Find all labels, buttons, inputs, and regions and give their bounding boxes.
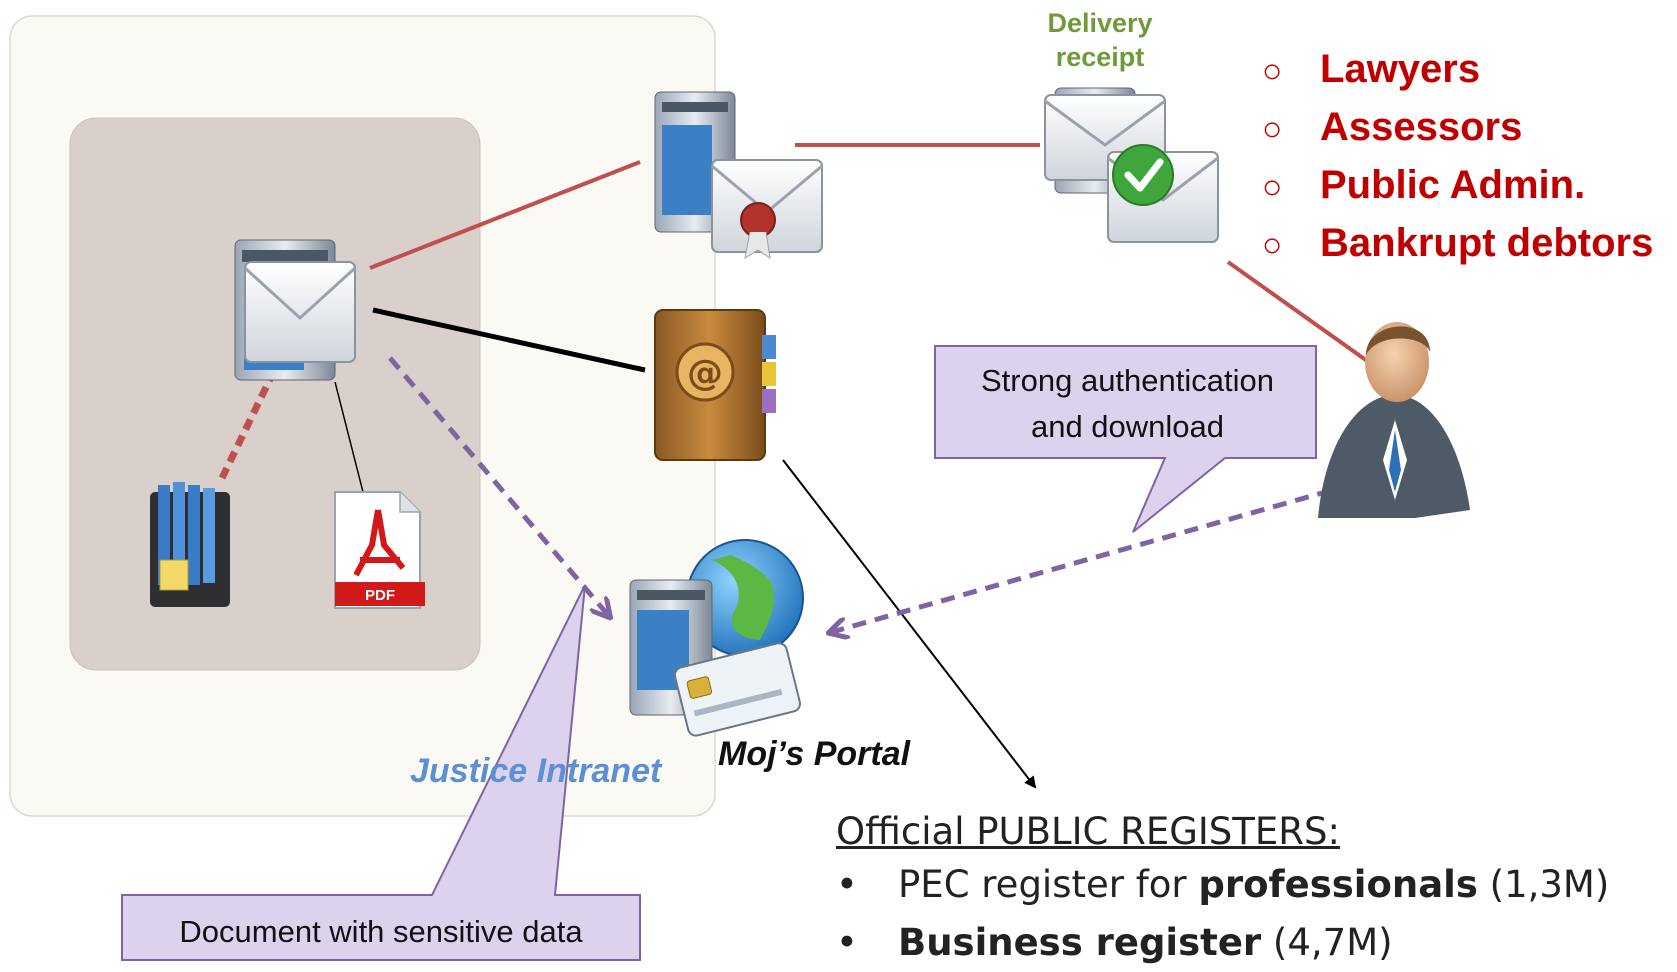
user-icon bbox=[1318, 322, 1470, 518]
server-pdf-line bbox=[334, 381, 364, 493]
auth-callout-shape bbox=[934, 345, 1317, 533]
user-download-arrow bbox=[832, 475, 1376, 632]
role-item: ○ Lawyers bbox=[1262, 40, 1653, 98]
folder-archive-icon bbox=[150, 482, 230, 607]
registers-title: Official PUBLIC REGISTERS: bbox=[836, 810, 1340, 853]
svg-text:@: @ bbox=[687, 353, 723, 394]
public-registers: Official PUBLIC REGISTERS: • PEC register… bbox=[836, 808, 1609, 972]
circle-bullet-icon: ○ bbox=[1262, 226, 1283, 264]
bullet-icon: • bbox=[836, 863, 858, 906]
register-item-post: (4,7M) bbox=[1261, 921, 1393, 964]
portal-server-icon bbox=[629, 539, 804, 737]
registers-arrow bbox=[782, 459, 1037, 789]
register-item: • Business register (4,7M) bbox=[836, 914, 1609, 972]
delivery-receipt-line-2: receipt bbox=[1055, 42, 1145, 72]
register-item-post: (1,3M) bbox=[1477, 863, 1610, 906]
portal-label: Moj’s Portal bbox=[718, 735, 911, 773]
delivery-receipt-icon bbox=[1044, 87, 1219, 243]
circle-bullet-icon: ○ bbox=[1262, 168, 1283, 206]
delivery-receipt-label: Delivery receipt bbox=[1020, 6, 1180, 74]
address-book-icon: @ bbox=[654, 309, 776, 461]
circle-bullet-icon: ○ bbox=[1262, 52, 1283, 90]
auth-callout-line-1: Strong authentication bbox=[981, 363, 1274, 398]
bullet-icon: • bbox=[836, 921, 858, 964]
role-label: Lawyers bbox=[1320, 47, 1481, 91]
register-item-pre: PEC register for bbox=[898, 863, 1199, 906]
mail-server-icon bbox=[234, 239, 357, 381]
pdf-label: PDF bbox=[365, 587, 395, 604]
role-item: ○ Bankrupt debtors bbox=[1262, 214, 1653, 272]
auth-callout-text: Strong authentication and download bbox=[935, 358, 1320, 450]
role-label: Public Admin. bbox=[1320, 163, 1586, 207]
intranet-label: Justice Intranet bbox=[410, 752, 662, 790]
role-item: ○ Assessors bbox=[1262, 98, 1653, 156]
register-item-bold: Business register bbox=[898, 921, 1262, 964]
role-label: Bankrupt debtors bbox=[1320, 221, 1654, 265]
circle-bullet-icon: ○ bbox=[1262, 110, 1283, 148]
role-item: ○ Public Admin. bbox=[1262, 156, 1653, 214]
register-item-bold: professionals bbox=[1198, 863, 1478, 906]
pdf-file-icon: PDF bbox=[334, 491, 425, 609]
pec-mail-server-icon bbox=[654, 91, 823, 260]
auth-callout-line-2: and download bbox=[1030, 409, 1225, 444]
delivery-receipt-line-1: Delivery bbox=[1047, 8, 1153, 38]
address-book-line bbox=[372, 307, 646, 373]
pec-link-line bbox=[369, 160, 641, 270]
document-callout-shape bbox=[121, 584, 641, 961]
role-label: Assessors bbox=[1320, 105, 1523, 149]
document-callout-text: Document with sensitive data bbox=[179, 914, 583, 949]
register-item: • PEC register for professionals (1,3M) bbox=[836, 856, 1609, 914]
recipient-roles-list: ○ Lawyers ○ Assessors ○ Public Admin. ○ Bank… bbox=[1262, 40, 1653, 272]
portal-publish-arrow bbox=[388, 356, 608, 615]
